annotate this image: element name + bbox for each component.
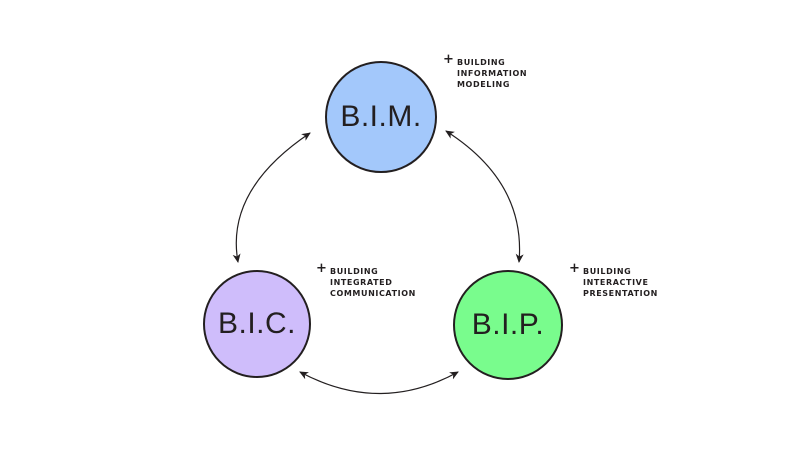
arrow-bic-bip — [299, 371, 459, 395]
plus-icon: + — [569, 261, 581, 276]
node-bic: B.I.C. — [203, 270, 311, 378]
note-bic-line-2: INTEGRATED — [330, 278, 393, 287]
note-bic-line-3: COMMUNICATION — [330, 289, 416, 298]
node-bip: B.I.P. — [453, 270, 563, 380]
node-bic-label: B.I.C. — [217, 307, 296, 340]
note-bip-line-1: BUILDING — [583, 267, 632, 276]
node-bim-label: B.I.M. — [340, 100, 422, 133]
note-bip: + BUILDING INTERACTIVE PRESENTATION — [569, 262, 658, 299]
plus-icon: + — [316, 261, 328, 276]
note-bip-line-2: INTERACTIVE — [583, 278, 649, 287]
note-bip-line-3: PRESENTATION — [583, 289, 658, 298]
note-bim-line-3: MODELING — [457, 80, 511, 89]
arrow-bim-bip — [445, 130, 524, 263]
note-bim-line-2: INFORMATION — [457, 69, 528, 78]
plus-icon: + — [443, 52, 455, 67]
node-bim: B.I.M. — [325, 61, 437, 173]
note-bim: + BUILDING INFORMATION MODELING — [443, 53, 528, 90]
arrow-bim-bic — [232, 132, 311, 263]
node-bip-label: B.I.P. — [471, 308, 545, 341]
note-bic: + BUILDING INTEGRATED COMMUNICATION — [316, 262, 416, 299]
note-bic-line-1: BUILDING — [330, 267, 379, 276]
note-bim-line-1: BUILDING — [457, 58, 506, 67]
